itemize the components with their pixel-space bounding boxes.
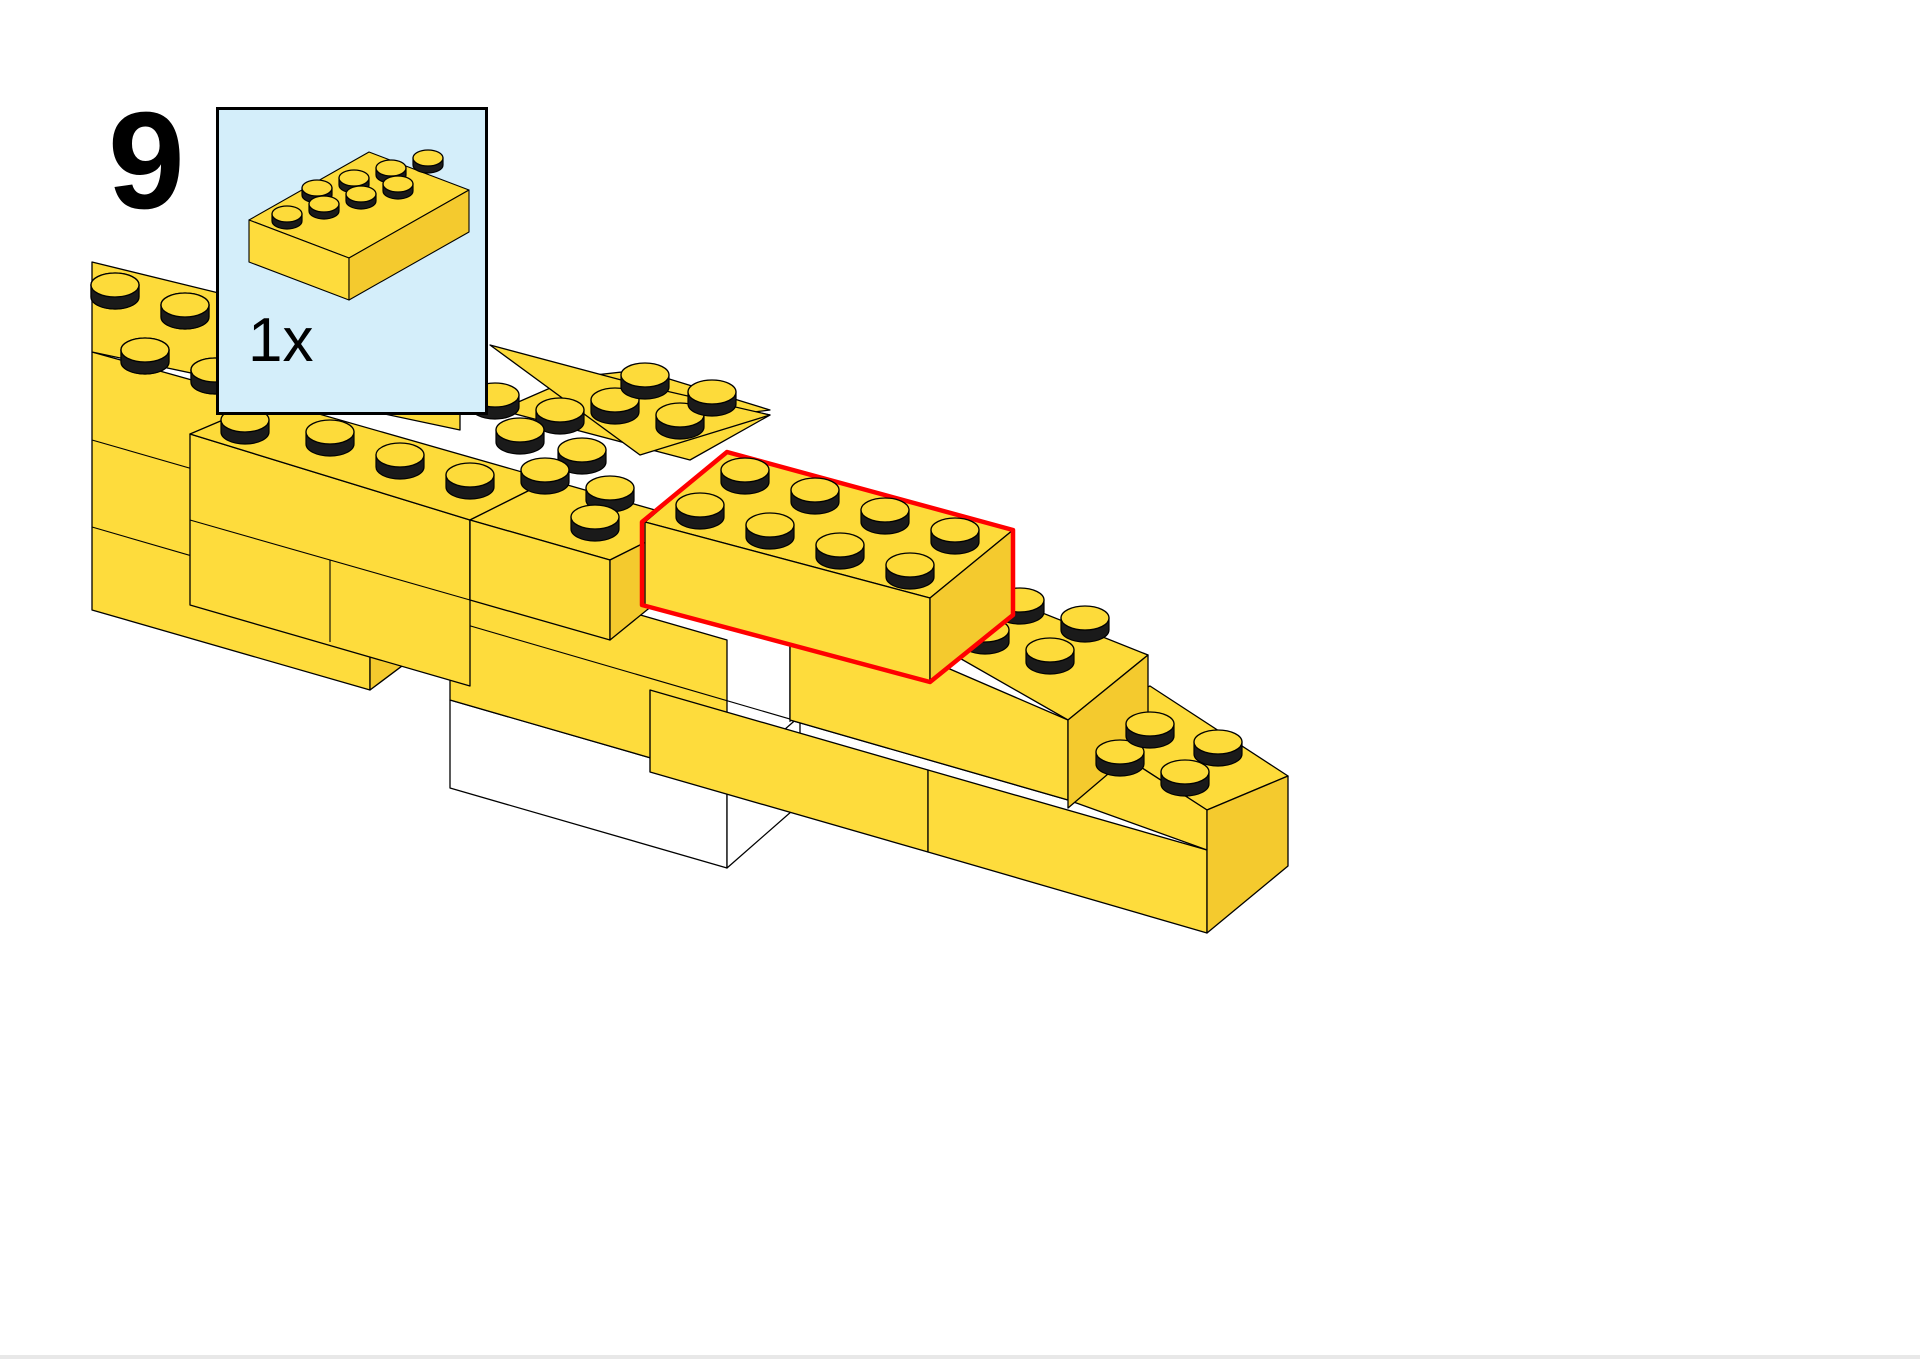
stud bbox=[1060, 605, 1110, 643]
stud bbox=[885, 552, 935, 590]
stud bbox=[1125, 711, 1175, 749]
stud bbox=[445, 462, 495, 500]
brick-side bbox=[348, 189, 470, 301]
stud bbox=[90, 272, 140, 310]
stud bbox=[382, 175, 414, 200]
brick-side bbox=[1206, 775, 1289, 934]
stud bbox=[1193, 729, 1243, 767]
stud bbox=[860, 497, 910, 535]
stud bbox=[745, 512, 795, 550]
stud bbox=[495, 417, 545, 455]
stud bbox=[271, 205, 303, 230]
stud bbox=[160, 292, 210, 330]
new-brick-highlight bbox=[639, 449, 1016, 685]
stud bbox=[1095, 739, 1145, 777]
stud bbox=[675, 492, 725, 530]
stud bbox=[120, 337, 170, 375]
stud bbox=[720, 457, 770, 495]
stud bbox=[1025, 637, 1075, 675]
stud bbox=[305, 419, 355, 457]
stud bbox=[1160, 759, 1210, 797]
stud bbox=[687, 379, 737, 417]
stud bbox=[520, 457, 570, 495]
stud bbox=[790, 477, 840, 515]
page-edge bbox=[0, 1355, 1920, 1359]
parts-callout-art bbox=[248, 149, 470, 301]
stud bbox=[815, 532, 865, 570]
part-quantity: 1x bbox=[248, 306, 314, 375]
stud bbox=[535, 397, 585, 435]
stud bbox=[620, 362, 670, 400]
stud bbox=[930, 517, 980, 555]
stud bbox=[412, 149, 444, 174]
step-number: 9 bbox=[108, 84, 185, 238]
highlight-outline bbox=[639, 449, 1016, 685]
stud bbox=[308, 195, 340, 220]
stud bbox=[345, 185, 377, 210]
stud bbox=[375, 442, 425, 480]
stud bbox=[570, 504, 620, 542]
parts-callout: 1x bbox=[216, 107, 488, 415]
stud bbox=[557, 437, 607, 475]
brick-2x4-icon bbox=[248, 149, 470, 301]
